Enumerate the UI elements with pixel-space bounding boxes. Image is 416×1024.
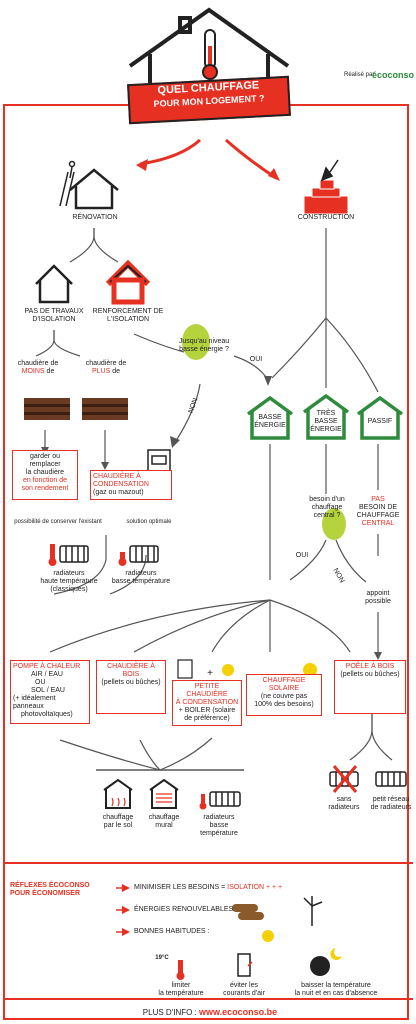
reflex-minimize: MINIMISER LES BESOINS = ISOLATION + + + xyxy=(134,884,283,891)
construction-label: CONSTRUCTION xyxy=(297,214,355,221)
worker-icon xyxy=(59,160,76,207)
thermo-emitter-icon xyxy=(199,794,207,810)
wall-heating-icon xyxy=(149,778,179,809)
question-bubble-icon xyxy=(182,324,346,540)
brick-wall-icon xyxy=(303,179,349,215)
renovation-house-icon xyxy=(69,168,119,210)
small-radiator-icon xyxy=(375,771,407,787)
title-banner: QUEL CHAUFFAGE POUR MON LOGEMENT ? xyxy=(127,75,291,125)
house-insulated-icon xyxy=(105,259,151,305)
footer: PLUS D'INFO : www.ecoconso.be xyxy=(100,1008,320,1017)
oui-label-renov: OUI xyxy=(249,356,263,363)
thermo-low-icon xyxy=(118,552,127,566)
keep-existing-label: possibilité de conserver l'existant xyxy=(14,519,102,525)
sun-icon xyxy=(222,663,317,942)
oui-label-constr: OUI xyxy=(295,552,309,559)
fan-out-arrows xyxy=(49,535,393,771)
radiator-high-icon xyxy=(59,545,89,563)
heat-pump-box: POMPE À CHALEUR AIR / EAU OU SOL / EAU (… xyxy=(10,660,90,724)
cake-more-icon xyxy=(82,398,128,420)
radiator-low-icon xyxy=(129,545,159,563)
reflex-arrows xyxy=(122,884,130,936)
tres-basse-energie-house-icon xyxy=(302,393,350,414)
basse-energie-house-icon xyxy=(246,395,294,416)
cake-more-age: 20 xyxy=(96,385,114,402)
cake-less-icon xyxy=(24,398,70,420)
trowel-icon xyxy=(320,159,339,182)
small-boiler-icon xyxy=(177,659,193,679)
passif-house-icon xyxy=(356,395,404,416)
footer-link[interactable]: www.ecoconso.be xyxy=(199,1007,278,1017)
wood-stove-box: POÊLE À BOIS(pellets ou bûches) xyxy=(334,660,406,714)
thermometer-small-icon xyxy=(176,960,185,980)
reflex-habits: BONNES HABITUDES : xyxy=(134,928,210,935)
reflexes-separator xyxy=(3,862,413,864)
thermo-high-icon xyxy=(48,544,57,566)
renovation-label: RÉNOVATION xyxy=(72,214,118,221)
footer-separator xyxy=(3,998,413,1000)
floor-heating-icon xyxy=(103,778,133,809)
wood-boiler-box: CHAUDIÈRE À BOIS(pellets ou bûches) xyxy=(96,660,166,714)
temp-label: 19°C xyxy=(155,955,169,961)
house-no-insulation-icon xyxy=(35,264,73,304)
radiator-emitter-icon xyxy=(209,791,241,807)
passif-label: PASSIF xyxy=(367,418,393,425)
plus-sign: + xyxy=(207,668,213,679)
optimal-solution-label: solution optimale xyxy=(126,519,172,525)
door-icon xyxy=(237,953,253,977)
cake-less-age: 20 xyxy=(38,385,56,402)
cross-icon xyxy=(332,765,358,793)
reflex-renewables: ÉNERGIES RENOUVELABLES xyxy=(134,906,234,913)
wind-turbine-icon xyxy=(303,896,323,926)
credit-label: Réalisé par xyxy=(344,72,375,78)
thermometer-icon xyxy=(202,29,218,80)
brand-logo: écoconso xyxy=(372,70,415,80)
green-houses xyxy=(246,393,404,440)
footer-label: PLUS D'INFO : xyxy=(142,1008,199,1017)
thermostat-night-icon xyxy=(310,948,342,976)
logs-icon xyxy=(232,904,264,920)
